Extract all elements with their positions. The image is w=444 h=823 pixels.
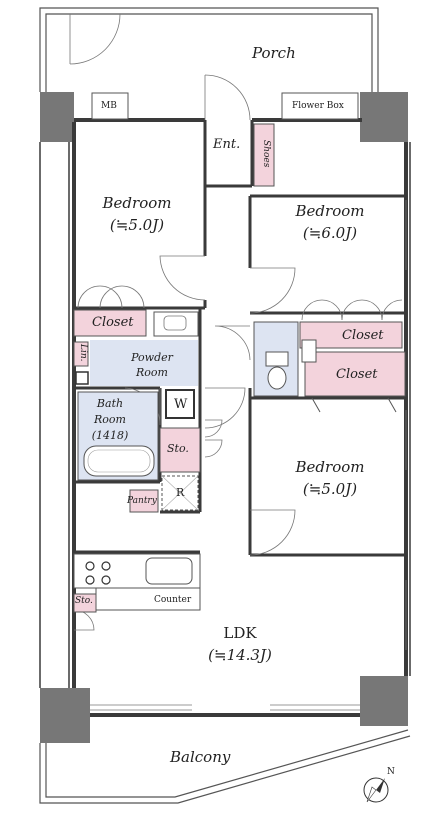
basin-bowl <box>163 315 187 331</box>
bathtub <box>83 445 155 477</box>
porch-area <box>39 7 379 92</box>
washer-box <box>165 389 195 419</box>
shoes-cabinet <box>253 123 275 187</box>
toilet-tank <box>265 351 289 367</box>
bathtub-inner <box>87 449 151 473</box>
pillar-sw <box>40 688 90 743</box>
counter-ext <box>95 587 201 611</box>
closet-legs <box>311 397 397 413</box>
windows <box>90 200 407 711</box>
balcony-outline <box>39 729 411 804</box>
door-swings <box>73 255 296 631</box>
pillar-ne <box>360 92 408 142</box>
pillar-se <box>360 676 408 726</box>
small-storage <box>73 593 97 613</box>
compass <box>363 777 389 803</box>
toilet-sink <box>301 339 317 363</box>
utility-square-1 <box>75 371 89 385</box>
kitchen-sink <box>145 557 193 585</box>
porch-door-swing <box>69 13 121 65</box>
flower-box <box>281 92 359 120</box>
mb-box <box>91 92 129 120</box>
pillar-nw <box>40 92 74 142</box>
exterior-wall-thin <box>39 142 411 688</box>
linen-closet <box>73 341 89 367</box>
powder-room-floor <box>90 340 198 386</box>
kitchen-counter <box>73 553 201 589</box>
toilet-bowl <box>267 366 287 390</box>
closet-doors <box>77 285 403 321</box>
pantry-box <box>129 489 159 513</box>
closet-east-1 <box>299 321 403 349</box>
storage-box <box>159 427 201 473</box>
closet-east-2 <box>304 351 406 397</box>
refrigerator-cross <box>161 475 199 511</box>
stove-burners <box>85 561 111 585</box>
entrance-door <box>204 74 251 121</box>
closet-west <box>73 309 147 337</box>
